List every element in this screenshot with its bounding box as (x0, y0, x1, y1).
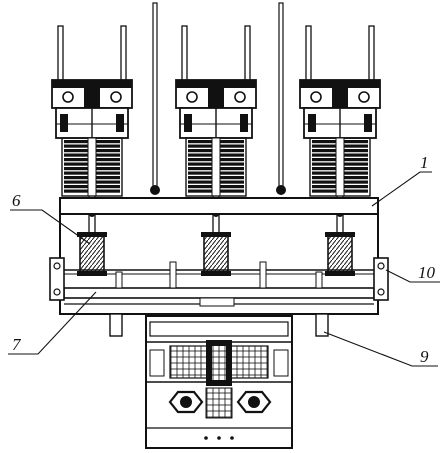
pole-left (51, 25, 133, 276)
pole-assemblies (51, 25, 381, 276)
vertical-rods (150, 2, 286, 195)
callout-6: 6 (12, 191, 21, 210)
callout-10: 10 (418, 263, 436, 282)
main-frame (49, 197, 389, 337)
leader-lines (8, 171, 440, 367)
callout-labels: 1 6 10 7 9 (12, 153, 436, 366)
pole-center (175, 25, 257, 276)
callout-7: 7 (12, 335, 22, 354)
pole-right (299, 25, 381, 276)
callout-9: 9 (420, 347, 429, 366)
mechanism-box (145, 315, 293, 449)
callout-1: 1 (420, 153, 429, 172)
